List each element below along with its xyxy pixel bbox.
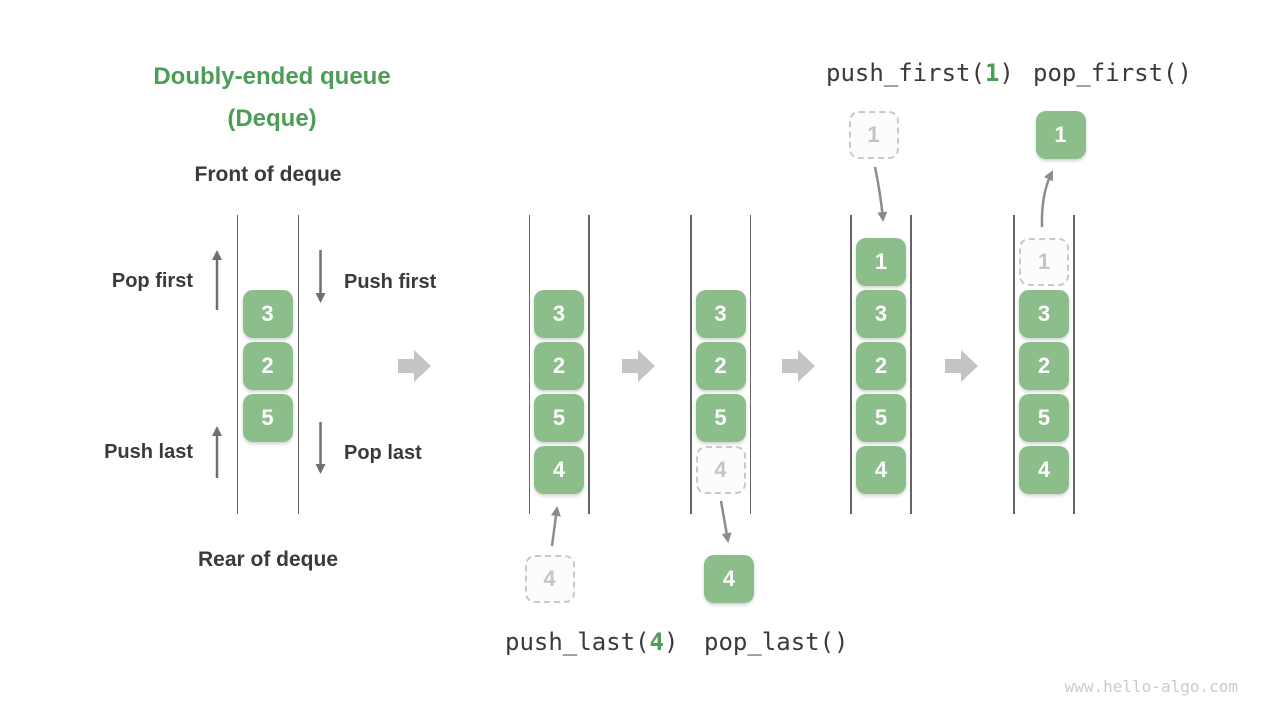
- title-line1: Doubly-ended queue: [153, 63, 391, 90]
- code-suffix: ): [663, 628, 679, 656]
- deque-cell: 3: [695, 290, 746, 338]
- push-last-label: Push last: [104, 441, 193, 463]
- deque-cell: 3: [534, 290, 584, 338]
- deque-cell: 2: [695, 342, 746, 390]
- deque-cell: 5: [856, 394, 906, 442]
- deque-cell: 2: [856, 342, 906, 390]
- queue-wall-left: [528, 215, 530, 514]
- code-arg: 1: [984, 59, 1000, 87]
- removed-element-ghost: 4: [695, 446, 746, 494]
- pop-last-label: Pop last: [344, 442, 422, 464]
- transition-arrow-icon: [945, 350, 978, 382]
- deque-cell: 3: [856, 290, 906, 338]
- title-line2: (Deque): [227, 105, 317, 132]
- queue-wall-right: [749, 215, 751, 514]
- deque-cell: 5: [534, 394, 584, 442]
- queue-wall-right: [297, 215, 299, 514]
- pop-first-label: Pop first: [111, 270, 193, 292]
- code-prefix: push_last(: [505, 628, 650, 656]
- transition-arrow-icon: [398, 350, 431, 382]
- code-arg: 4: [649, 628, 664, 656]
- deque-cell: 2: [1019, 342, 1069, 390]
- code-prefix: push_first(: [826, 59, 985, 87]
- queue-wall-right: [1073, 215, 1075, 514]
- deque-cell: 4: [1019, 446, 1069, 494]
- queue-wall-left: [690, 215, 692, 514]
- transition-arrow-icon: [622, 350, 655, 382]
- deque-cell: 1: [856, 238, 906, 286]
- code-suffix: ): [999, 59, 1014, 87]
- incoming-element-ghost: 4: [524, 555, 575, 603]
- deque-cell: 4: [534, 446, 584, 494]
- push-last-connector-arrow-icon: [550, 506, 561, 547]
- popped-element: 1: [1035, 111, 1086, 159]
- removed-element-ghost: 1: [1019, 238, 1069, 286]
- queue-wall-left: [236, 215, 238, 514]
- deque-cell: 2: [242, 342, 293, 390]
- deque-cell: 3: [1019, 290, 1069, 338]
- incoming-element-ghost: 1: [848, 111, 899, 159]
- push-first-connector-arrow-icon: [873, 166, 888, 222]
- queue-wall-left: [850, 215, 852, 514]
- rear-of-deque-label: Rear of deque: [197, 548, 339, 571]
- transition-arrow-icon: [782, 350, 815, 382]
- front-of-deque-label: Front of deque: [194, 163, 342, 186]
- queue-wall-right: [588, 215, 590, 514]
- pop-first-connector-arrow-icon: [1040, 170, 1054, 228]
- push-last-code-label: push_last(4): [505, 628, 678, 656]
- popped-element: 4: [704, 555, 754, 603]
- pop-first-code-label: pop_first(): [1033, 59, 1192, 87]
- pop-last-connector-arrow-icon: [719, 500, 732, 543]
- deque-cell: 2: [534, 342, 584, 390]
- queue-wall-left: [1013, 215, 1015, 514]
- pop-last-code-label: pop_last(): [704, 628, 849, 656]
- push-first-label: Push first: [344, 271, 437, 293]
- deque-cell: 4: [856, 446, 906, 494]
- deque-cell: 5: [242, 394, 293, 442]
- deque-cell: 3: [242, 290, 293, 338]
- deque-cell: 5: [1019, 394, 1069, 442]
- watermark: www.hello-algo.com: [1064, 677, 1238, 696]
- queue-wall-right: [910, 215, 912, 514]
- deque-cell: 5: [695, 394, 746, 442]
- diagram-title: Doubly-ended queue (Deque): [102, 56, 442, 140]
- push-first-code-label: push_first(1): [826, 59, 1014, 87]
